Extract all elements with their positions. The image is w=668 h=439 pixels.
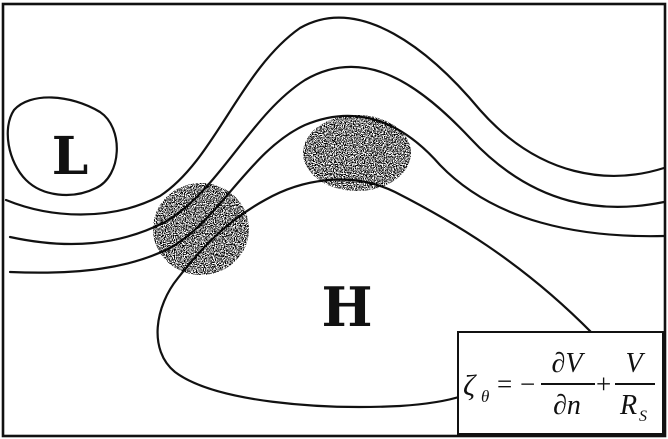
low-pressure-isobar (6, 96, 118, 196)
stippled-region-left (153, 183, 249, 275)
stippled-region-top (303, 115, 411, 191)
isobar-3 (8, 114, 666, 274)
eq-term2-denominator-subscript: S (639, 408, 647, 425)
eq-plus: + (596, 369, 611, 399)
equation-box: ζ θ = − ∂V ∂n + V R S (457, 331, 664, 435)
eq-term1-numerator: ∂V (552, 348, 586, 379)
eq-term1-denominator: ∂n (553, 390, 581, 421)
eq-lhs-subscript: θ (481, 387, 489, 406)
isobar-2 (8, 65, 666, 246)
low-pressure-label: L (52, 126, 89, 187)
eq-term2-numerator: V (625, 348, 645, 379)
eq-equals: = (497, 369, 512, 399)
eq-minus: − (520, 369, 535, 399)
high-pressure-label: H (321, 275, 372, 339)
isobar-1 (4, 16, 666, 216)
eq-term2-denominator-symbol: R (619, 390, 637, 421)
eq-lhs-symbol: ζ (463, 369, 477, 402)
